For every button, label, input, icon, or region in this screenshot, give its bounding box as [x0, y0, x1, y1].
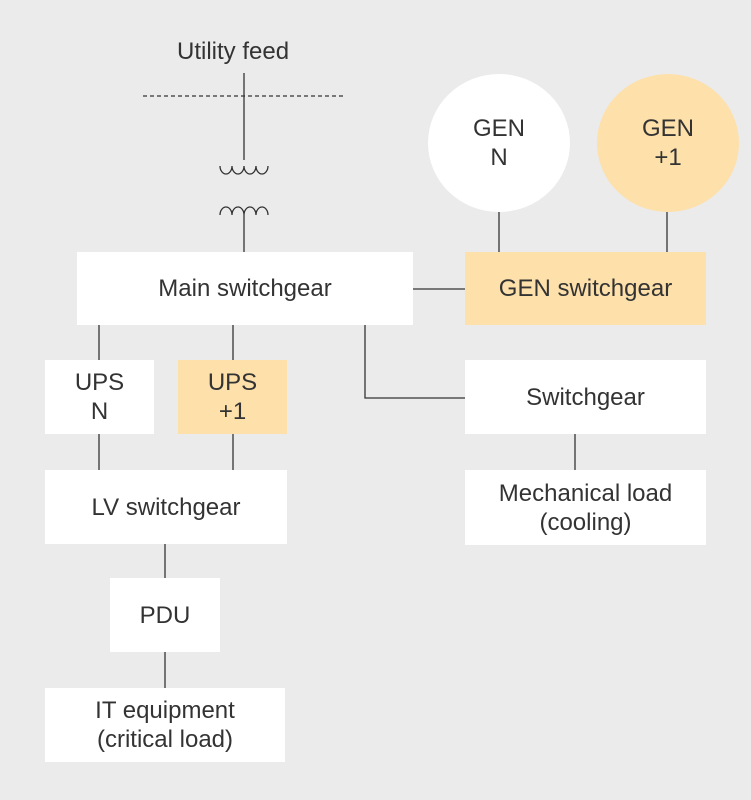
generator-n-line1: GEN [472, 115, 525, 142]
ups-n-box: UPS N [45, 360, 154, 434]
lv-switchgear-label: LV switchgear [91, 493, 241, 521]
mechanical-load-line2: (cooling) [539, 508, 632, 536]
ups-n-line1: UPS [74, 369, 125, 396]
main-switchgear-box: Main switchgear [77, 252, 413, 325]
generator-plus1-line2: +1 [654, 144, 682, 171]
switchgear-box: Switchgear [465, 360, 706, 434]
transformer-primary-coil [219, 165, 269, 175]
it-equipment-box: IT equipment (critical load) [45, 688, 285, 762]
gen-switchgear-label: GEN switchgear [498, 275, 673, 302]
pdu-box: PDU [110, 578, 220, 652]
pdu-label: PDU [139, 601, 191, 629]
ups-plus1-line1: UPS [207, 369, 258, 396]
generator-plus1: GEN +1 [597, 74, 739, 212]
mechanical-load-line1: Mechanical load [498, 479, 673, 507]
ups-n-line2: N [90, 398, 109, 425]
generator-n-line2: N [490, 144, 508, 171]
transformer-secondary-coil [219, 206, 269, 216]
ups-plus1-line2: +1 [218, 398, 247, 425]
generator-plus1-line1: GEN [641, 115, 694, 142]
it-equipment-line2: (critical load) [96, 726, 234, 753]
gen-switchgear-box: GEN switchgear [465, 252, 706, 325]
ups-plus1-box: UPS +1 [178, 360, 287, 434]
main-switchgear-label: Main switchgear [158, 275, 332, 302]
utility-feed-label: Utility feed [177, 38, 290, 65]
it-equipment-line1: IT equipment [95, 697, 235, 724]
lv-switchgear-box: LV switchgear [45, 470, 287, 544]
mechanical-load-box: Mechanical load (cooling) [465, 470, 706, 545]
switchgear-label: Switchgear [526, 383, 645, 411]
generator-n: GEN N [428, 74, 570, 212]
main-to-switchgear-wire [364, 325, 465, 399]
